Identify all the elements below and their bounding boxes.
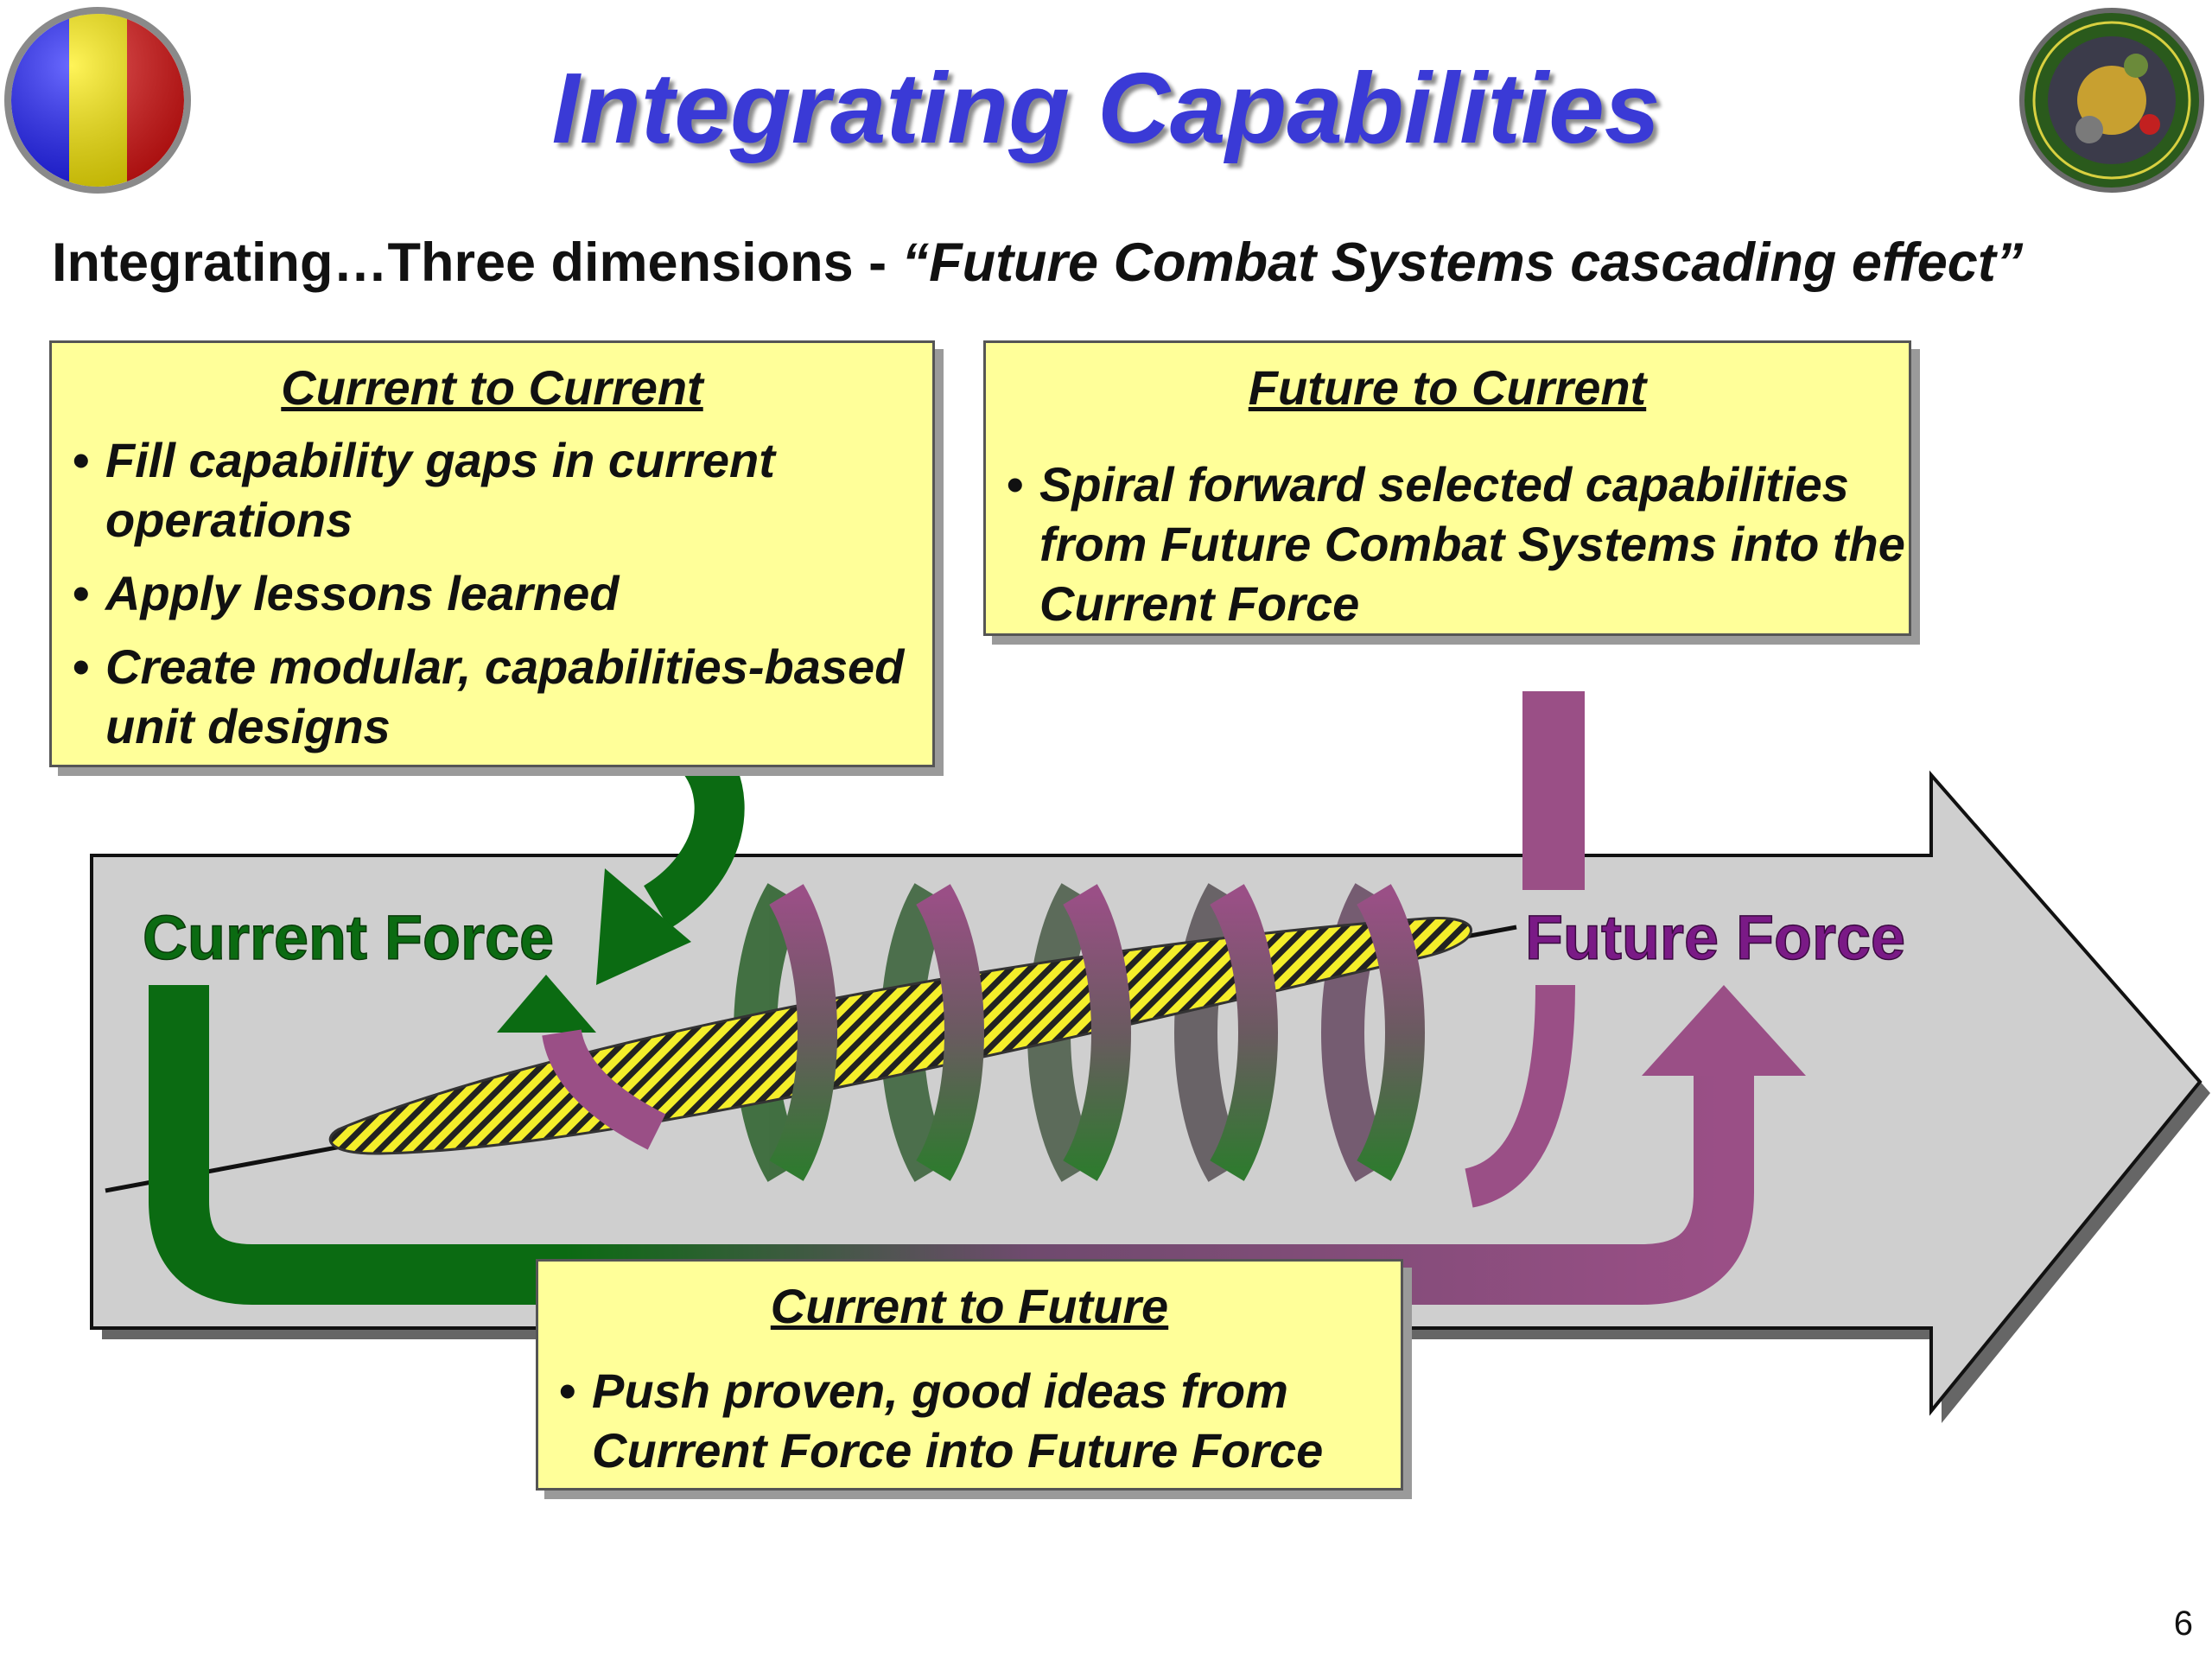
current-to-future-box: Current to Future Push proven, good idea… bbox=[536, 1259, 1403, 1491]
current-to-current-list: Fill capability gaps in current operatio… bbox=[52, 430, 932, 756]
slide-title: Integrating Capabilities bbox=[551, 52, 1661, 164]
list-item: Apply lessons learned bbox=[52, 563, 932, 623]
future-force-label: Future Force bbox=[1525, 904, 1905, 973]
slide-subtitle: Integrating…Three dimensions - “Future C… bbox=[52, 232, 2177, 294]
current-to-future-list: Push proven, good ideas from Current For… bbox=[538, 1361, 1401, 1480]
future-to-current-box: Future to Current Spiral forward selecte… bbox=[983, 340, 1911, 636]
current-to-current-box: Current to Current Fill capability gaps … bbox=[49, 340, 935, 767]
spiral-front bbox=[542, 884, 1575, 1208]
tradoc-tricolor-seal-icon bbox=[4, 7, 191, 194]
future-to-current-arrowhead bbox=[497, 975, 596, 1033]
list-item: Create modular, capabilities-based unit … bbox=[52, 637, 932, 756]
subtitle-quote: “Future Combat Systems cascading effect” bbox=[901, 232, 2024, 293]
future-to-current-list: Spiral forward selected capabilities fro… bbox=[986, 454, 1909, 633]
army-futures-center-seal-icon bbox=[2019, 8, 2204, 193]
list-item: Push proven, good ideas from Current For… bbox=[538, 1361, 1401, 1480]
list-item: Fill capability gaps in current operatio… bbox=[52, 430, 932, 550]
current-force-label: Current Force bbox=[143, 904, 554, 973]
subtitle-lead: Integrating…Three dimensions - bbox=[52, 232, 902, 293]
future-to-current-title: Future to Current bbox=[1248, 360, 1647, 415]
current-to-future-title: Current to Future bbox=[770, 1279, 1169, 1333]
future-to-current-bar bbox=[1522, 691, 1585, 890]
page-number: 6 bbox=[2173, 1605, 2193, 1643]
current-to-current-title: Current to Current bbox=[281, 360, 703, 415]
list-item: Spiral forward selected capabilities fro… bbox=[986, 454, 1909, 633]
current-to-future-arrow bbox=[149, 985, 1754, 1305]
